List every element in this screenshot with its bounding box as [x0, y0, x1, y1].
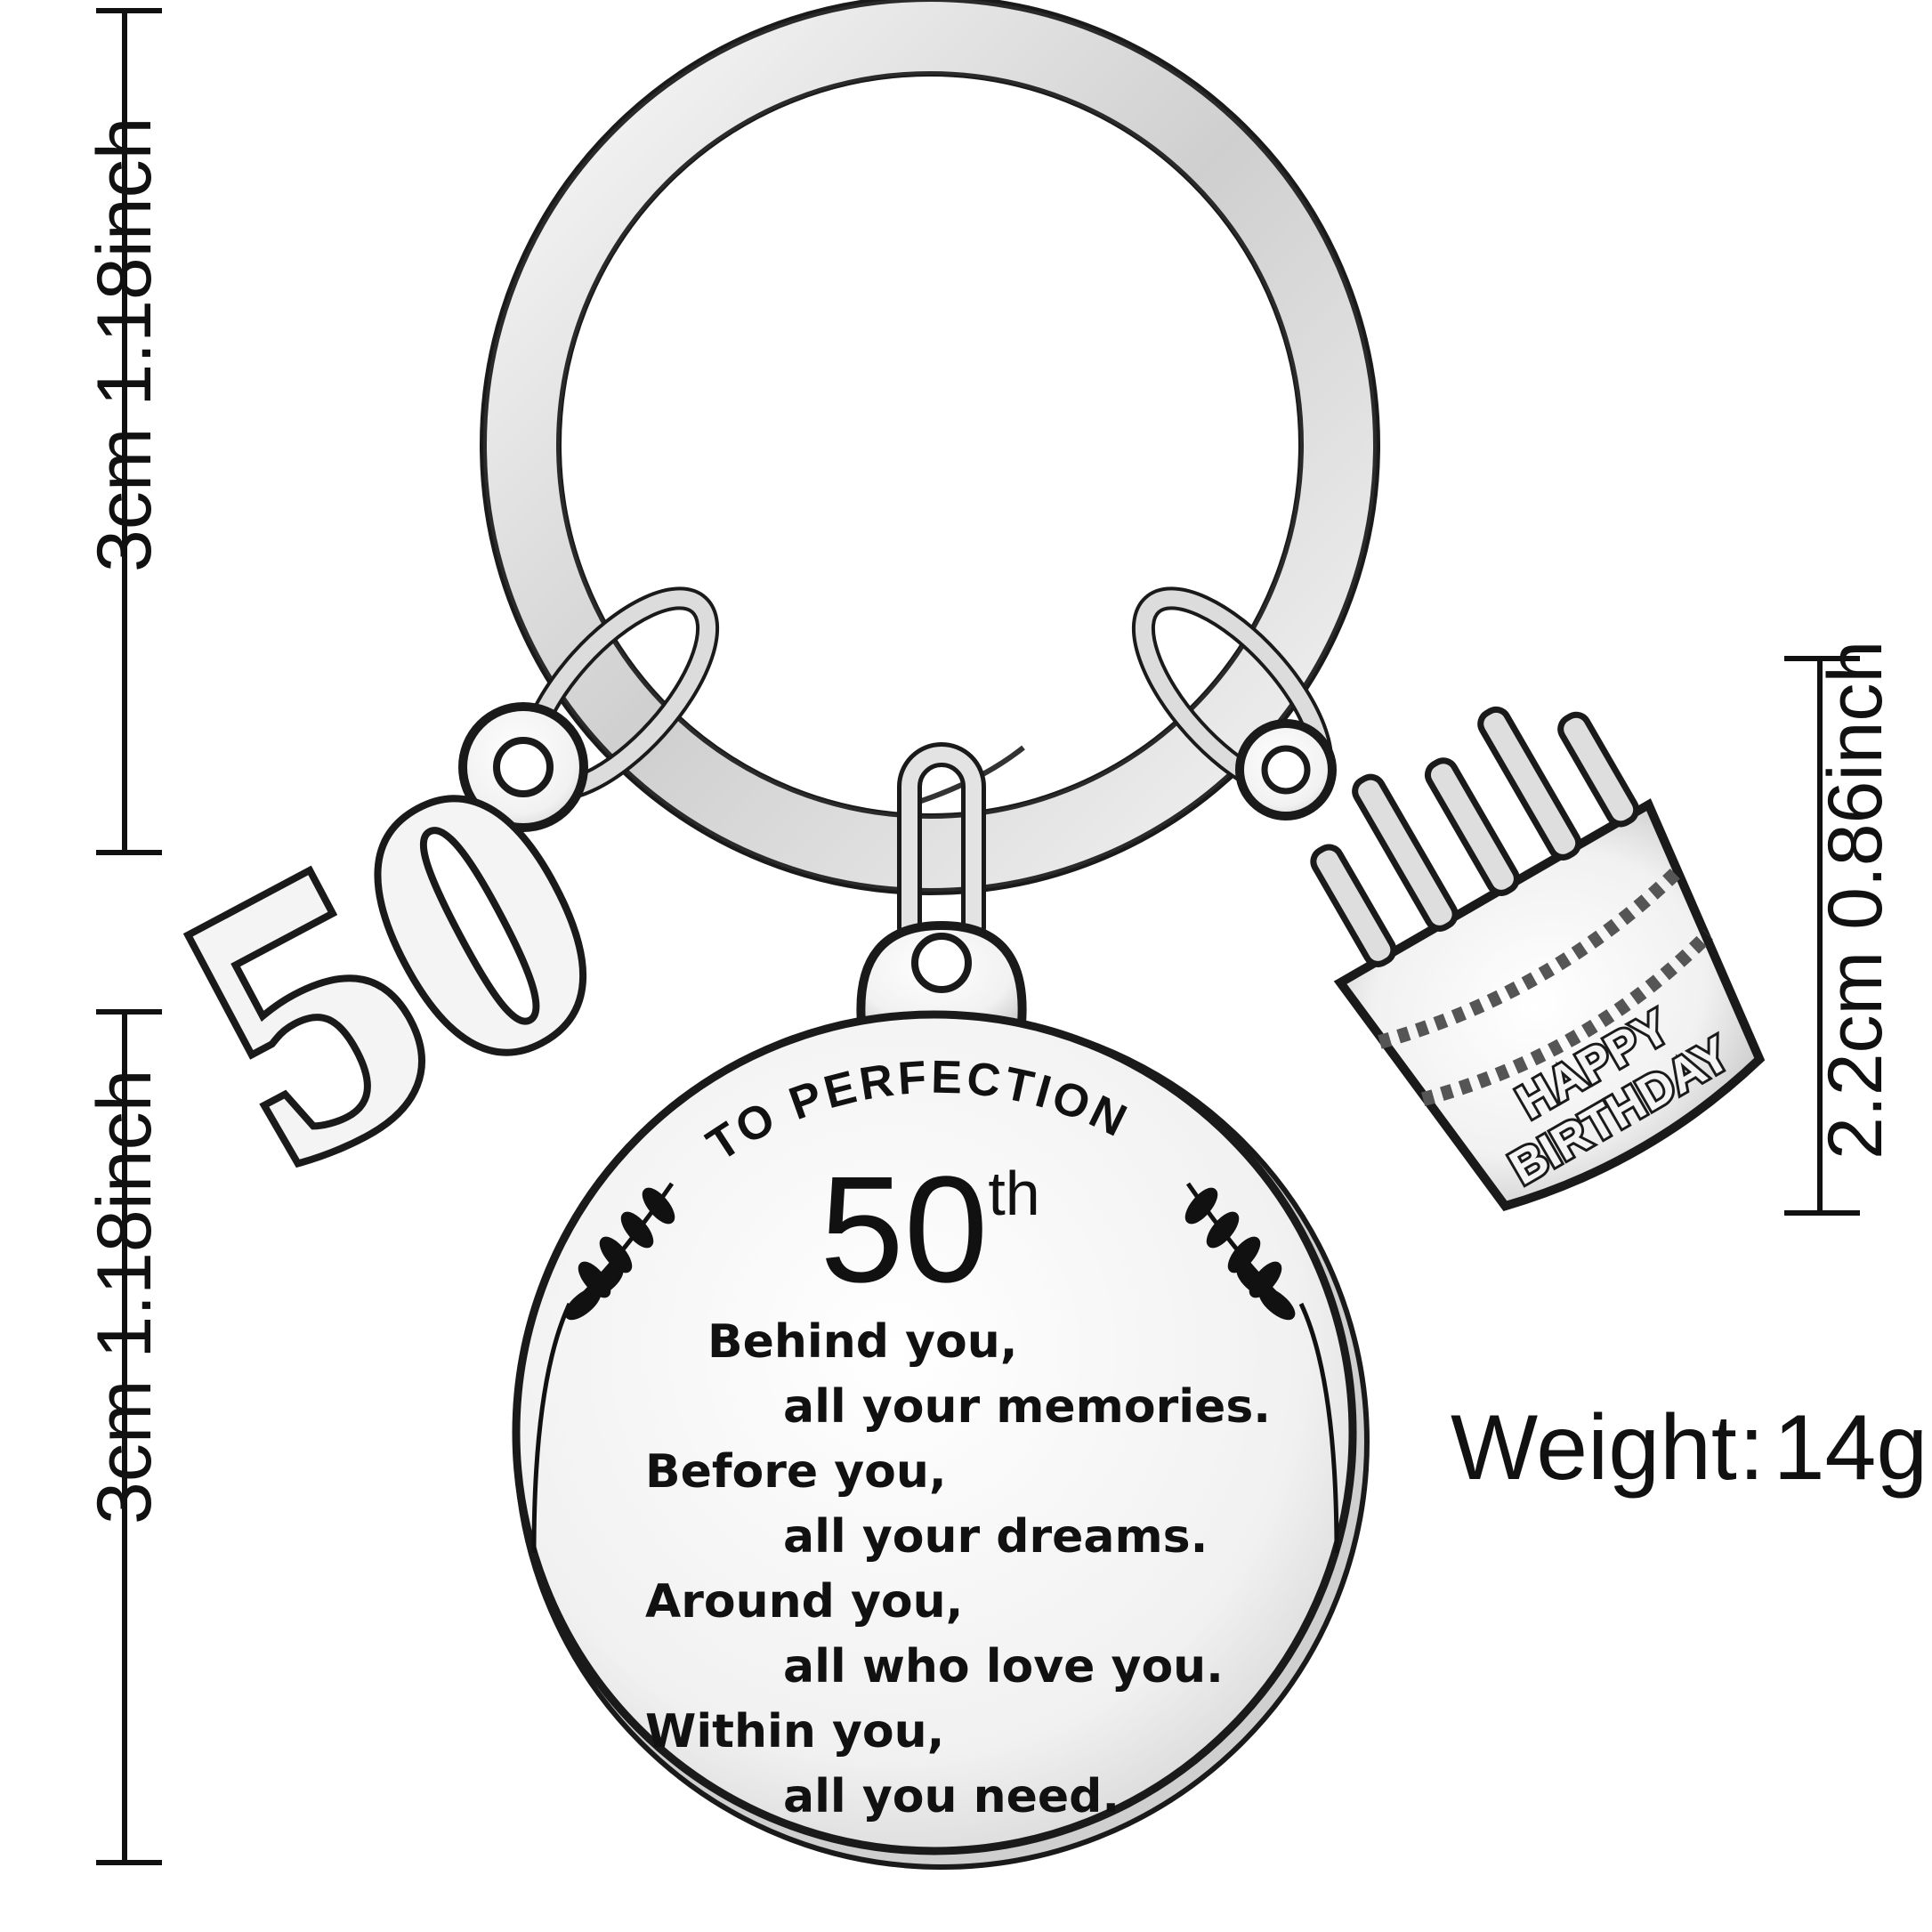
- pendant-dimension-label: 3cm 1.18inch: [82, 1069, 167, 1524]
- dimension-marker-cake: [1784, 656, 1860, 1216]
- weight-value: 14g: [1773, 1396, 1928, 1500]
- dimension-marker-pendant: [96, 1009, 162, 1865]
- ring-dimension-label: 3cm 1.18inch: [82, 117, 167, 572]
- split-key-ring: [480, 0, 1380, 895]
- number-50-charm: 50: [119, 684, 670, 1252]
- engraved-pendant: TO PERFECTION 50th: [512, 920, 1370, 1870]
- weight-label: Weight:14g: [1451, 1402, 1928, 1494]
- poem-line: all you need.: [783, 1770, 1120, 1823]
- cake-charm-dimension-label: 2.2cm 0.86inch: [1813, 640, 1898, 1160]
- laurel-branches: [531, 1182, 1339, 1554]
- dimension-marker-ring: [96, 8, 162, 855]
- poem-line: Behind you,: [707, 1315, 1018, 1369]
- poem-line: all who love you.: [783, 1640, 1224, 1694]
- weight-separator: :: [1738, 1396, 1765, 1500]
- pendant-big-number: 50th: [820, 1145, 1039, 1314]
- poem-line: Before you,: [645, 1445, 947, 1499]
- poem-line: all your memories.: [783, 1380, 1271, 1434]
- poem-line: Within you,: [645, 1705, 944, 1758]
- poem-line: all your dreams.: [783, 1510, 1208, 1564]
- birthday-cake-charm: HAPPY BIRTHDAY: [1235, 706, 1766, 1211]
- weight-label-text: Weight: [1451, 1396, 1737, 1500]
- poem-line: Around you,: [645, 1575, 963, 1629]
- pendant-poem: Behind you, all your memories. Before yo…: [645, 1315, 1271, 1823]
